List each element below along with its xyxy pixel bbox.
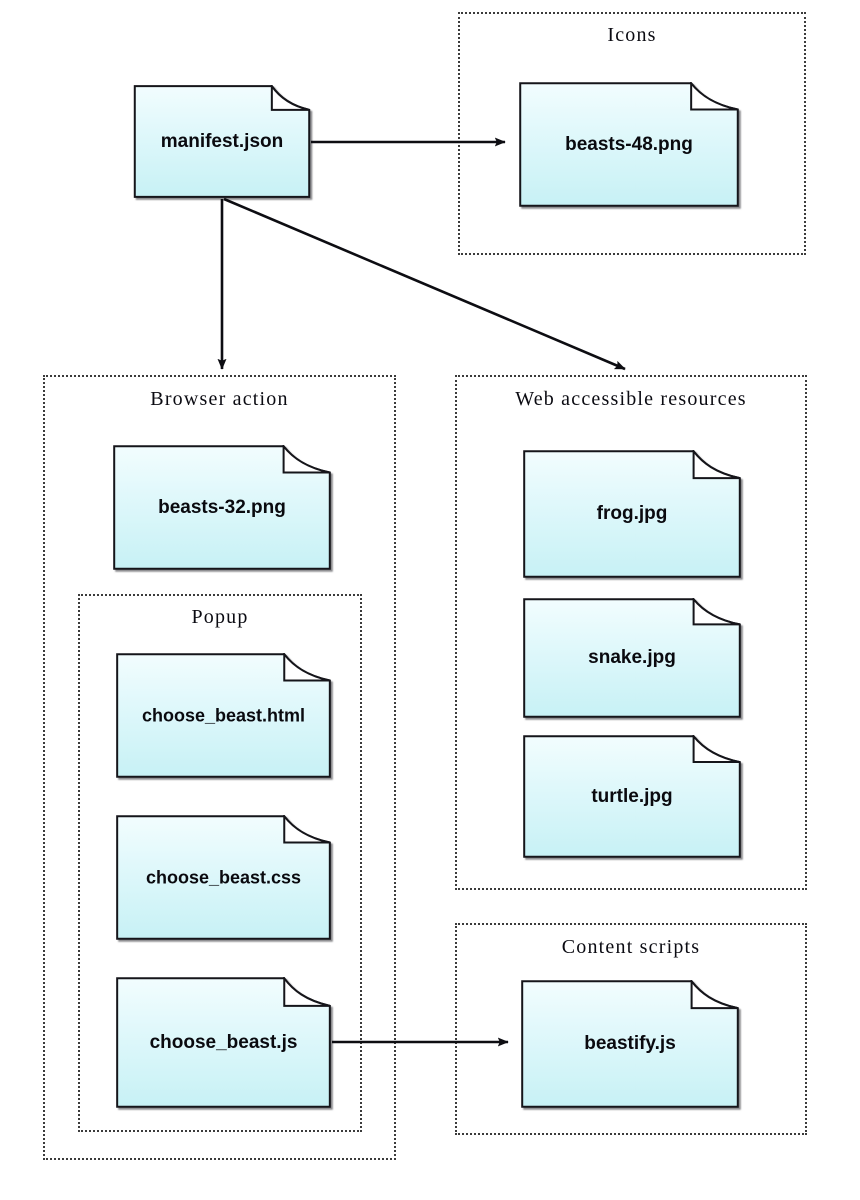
group-content-scripts: Content scripts bbox=[455, 923, 807, 1135]
file-node-turtle-jpg[interactable]: turtle.jpg bbox=[522, 735, 742, 858]
file-icon bbox=[115, 977, 332, 1108]
file-icon bbox=[112, 445, 332, 570]
file-icon bbox=[115, 653, 332, 778]
group-browser-action: Browser action bbox=[43, 375, 396, 1160]
group-web-accessible-resources: Web accessible resources bbox=[455, 375, 807, 890]
group-title-icons: Icons bbox=[607, 24, 657, 46]
group-icons: Icons bbox=[458, 12, 806, 255]
group-title-browser-action: Browser action bbox=[150, 388, 289, 410]
file-icon bbox=[522, 450, 742, 578]
group-title-web-accessible-resources: Web accessible resources bbox=[515, 388, 747, 410]
file-icon bbox=[115, 815, 332, 940]
file-icon bbox=[520, 980, 740, 1108]
file-node-snake-jpg[interactable]: snake.jpg bbox=[522, 598, 742, 718]
file-node-choose-beast-css[interactable]: choose_beast.css bbox=[115, 815, 332, 940]
file-node-frog-jpg[interactable]: frog.jpg bbox=[522, 450, 742, 578]
group-title-content-scripts: Content scripts bbox=[561, 936, 701, 958]
file-node-choose-beast-html[interactable]: choose_beast.html bbox=[115, 653, 332, 778]
file-icon bbox=[133, 85, 311, 198]
file-node-manifest-json[interactable]: manifest.json bbox=[133, 85, 311, 198]
group-title-popup: Popup bbox=[191, 606, 249, 628]
group-popup: Popup bbox=[78, 594, 362, 1132]
file-node-choose-beast-js[interactable]: choose_beast.js bbox=[115, 977, 332, 1108]
file-node-beasts-48-png[interactable]: beasts-48.png bbox=[518, 82, 740, 207]
file-icon bbox=[522, 735, 742, 858]
file-icon bbox=[522, 598, 742, 718]
file-node-beastify-js[interactable]: beastify.js bbox=[520, 980, 740, 1108]
file-node-beasts-32-png[interactable]: beasts-32.png bbox=[112, 445, 332, 570]
file-icon bbox=[518, 82, 740, 207]
